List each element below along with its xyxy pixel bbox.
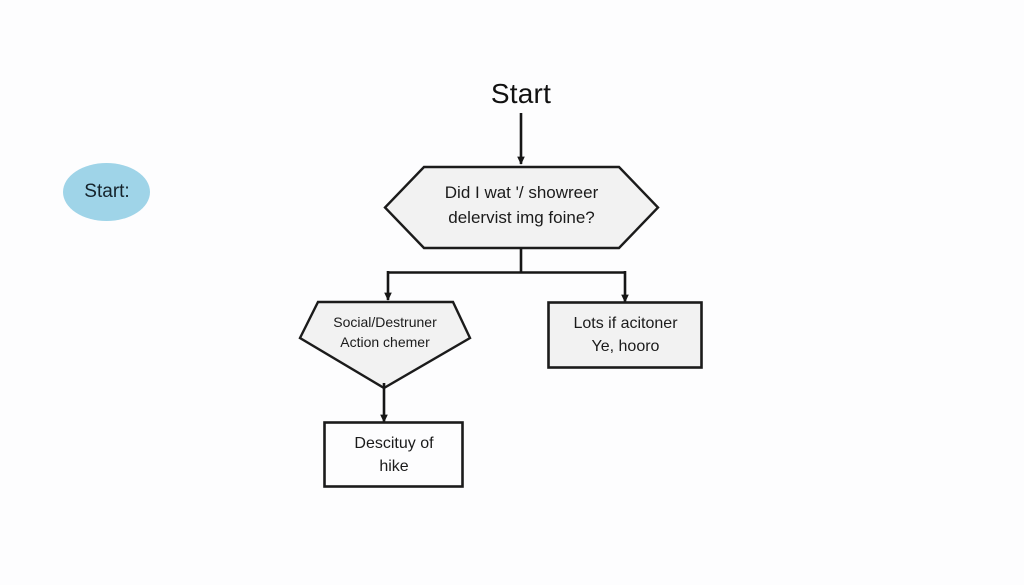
decision-hexagon	[383, 165, 660, 250]
branch-pentagon	[298, 300, 472, 390]
bottom-box	[323, 421, 464, 488]
legend-ellipse	[63, 163, 150, 221]
right-box	[547, 301, 703, 369]
